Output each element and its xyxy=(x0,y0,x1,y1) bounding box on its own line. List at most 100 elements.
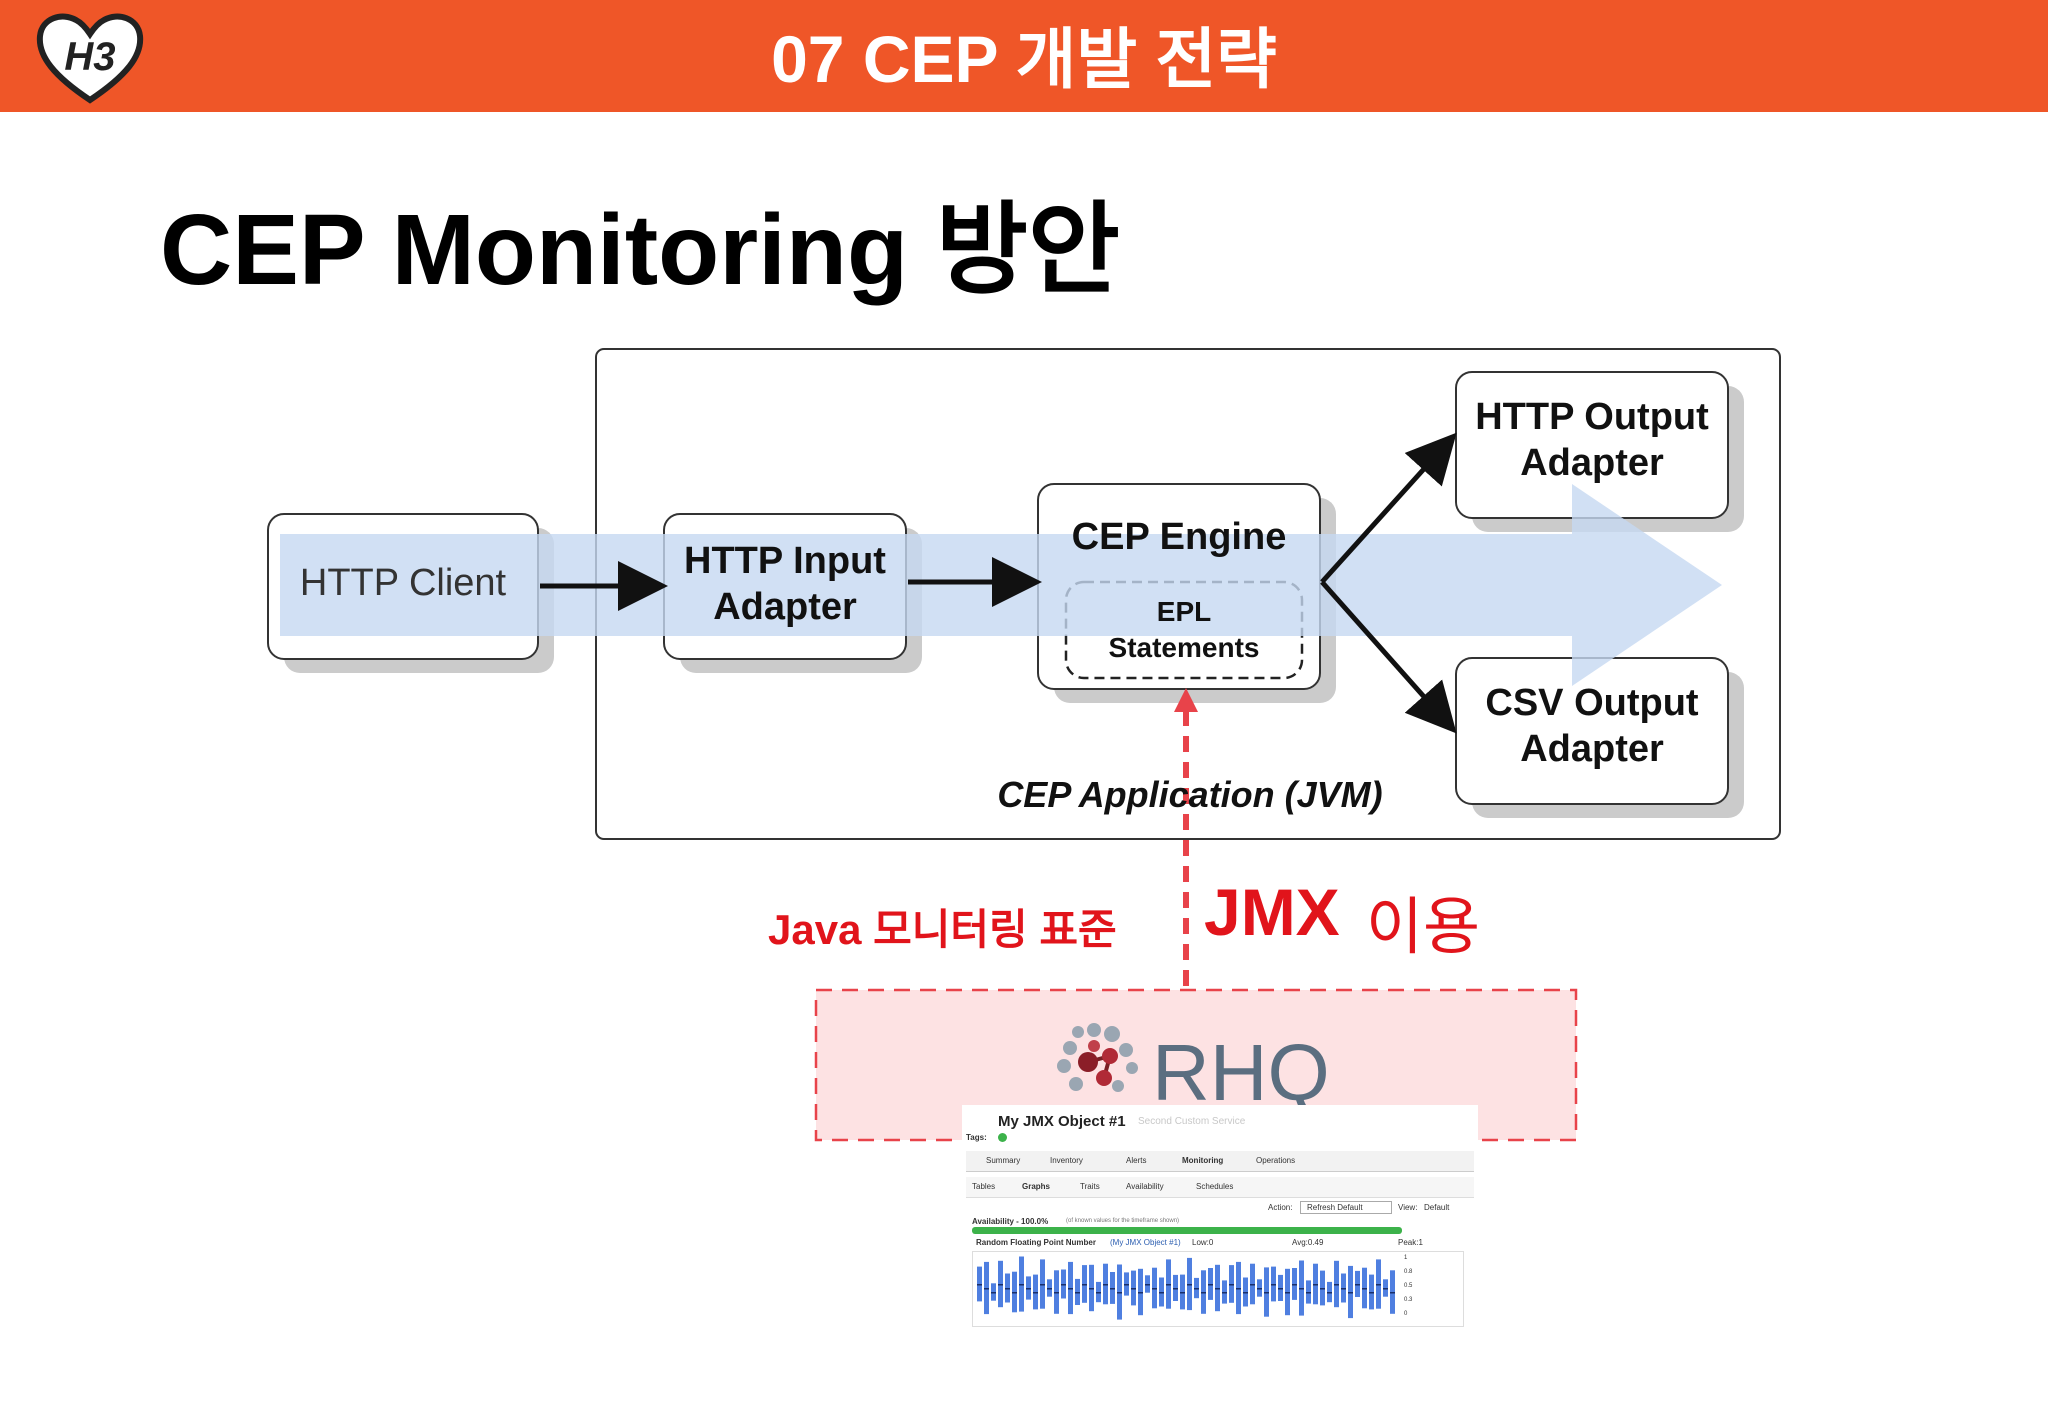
metric-avg-tick xyxy=(1173,1288,1178,1290)
view-label: View: xyxy=(1398,1203,1418,1212)
metric-avg-tick xyxy=(1026,1288,1031,1290)
metric-avg-tick xyxy=(1159,1292,1164,1294)
metric-avg: Avg:0.49 xyxy=(1292,1238,1324,1247)
metric-avg-tick xyxy=(1243,1292,1248,1294)
subtab-graphs[interactable]: Graphs xyxy=(1022,1182,1051,1191)
metric-name: Random Floating Point Number xyxy=(976,1238,1096,1247)
metric-avg-tick xyxy=(1040,1284,1045,1286)
metric-avg-tick xyxy=(1082,1284,1087,1286)
metric-avg-tick xyxy=(1292,1284,1297,1286)
metric-avg-tick xyxy=(1117,1292,1122,1294)
metric-avg-tick xyxy=(1103,1284,1108,1286)
metric-avg-tick xyxy=(1299,1288,1304,1290)
metric-avg-tick xyxy=(1376,1284,1381,1286)
header-bar xyxy=(0,0,2048,112)
metric-avg-tick xyxy=(1229,1284,1234,1286)
rhq-object-subtitle: Second Custom Service xyxy=(1138,1116,1246,1127)
metric-avg-tick xyxy=(984,1288,989,1290)
metric-avg-tick xyxy=(1005,1288,1010,1290)
metric-avg-tick xyxy=(1250,1284,1255,1286)
availability-label: Availability - 100.0% xyxy=(972,1217,1049,1226)
epl-statements-label: EPL Statements xyxy=(1108,596,1260,663)
http-output-adapter-label: HTTP Output Adapter xyxy=(1475,396,1709,484)
metric-avg-tick xyxy=(1327,1292,1332,1294)
metric-bar xyxy=(1110,1272,1115,1304)
metric-avg-tick xyxy=(1369,1292,1374,1294)
availability-bar xyxy=(972,1227,1402,1234)
metric-bar xyxy=(1229,1265,1234,1303)
metric-avg-tick xyxy=(1096,1292,1101,1294)
availability-note: (of known values for the timeframe shown… xyxy=(1066,1218,1180,1224)
cep-engine-label: CEP Engine xyxy=(1071,516,1287,558)
metric-avg-tick xyxy=(1145,1284,1150,1286)
metric-bar xyxy=(1075,1278,1080,1305)
subtab-traits[interactable]: Traits xyxy=(1080,1182,1100,1191)
tab-inventory[interactable]: Inventory xyxy=(1050,1156,1083,1165)
tab-summary[interactable]: Summary xyxy=(986,1156,1021,1165)
jmx-label: JMX xyxy=(1204,875,1340,949)
metric-avg-tick xyxy=(1257,1288,1262,1290)
action-label: Action: xyxy=(1268,1203,1293,1212)
metric-avg-tick xyxy=(1180,1292,1185,1294)
tab-operations[interactable]: Operations xyxy=(1256,1156,1296,1165)
y-tick-5: 0 xyxy=(1404,1311,1408,1317)
metric-avg-tick xyxy=(977,1284,982,1286)
metric-avg-tick xyxy=(1152,1288,1157,1290)
metric-avg-tick xyxy=(1208,1284,1213,1286)
metric-avg-tick xyxy=(1194,1288,1199,1290)
tab-monitoring[interactable]: Monitoring xyxy=(1182,1156,1224,1165)
metric-bar xyxy=(1355,1270,1360,1297)
metric-avg-tick xyxy=(1061,1284,1066,1286)
subtab-availability[interactable]: Availability xyxy=(1126,1182,1164,1191)
metric-avg-tick xyxy=(1047,1288,1052,1290)
rhq-subtab-bar: Tables Graphs Traits Availability Schedu… xyxy=(966,1177,1474,1198)
metric-avg-tick xyxy=(1012,1292,1017,1294)
metric-avg-tick xyxy=(991,1292,996,1294)
metric-avg-tick xyxy=(998,1284,1003,1286)
metric-avg-tick xyxy=(1320,1288,1325,1290)
subtab-schedules[interactable]: Schedules xyxy=(1196,1182,1234,1191)
y-tick-2: 0.8 xyxy=(1404,1269,1413,1275)
header-title: 07 CEP 개발 전략 xyxy=(771,22,1277,96)
subtab-tables[interactable]: Tables xyxy=(972,1182,996,1191)
metric-avg-tick xyxy=(1187,1284,1192,1286)
metric-avg-tick xyxy=(1033,1292,1038,1294)
metric-avg-tick xyxy=(1355,1284,1360,1286)
metric-bar xyxy=(1208,1268,1213,1300)
metric-avg-tick xyxy=(1054,1292,1059,1294)
h3-logo-icon: H3 xyxy=(36,13,144,104)
metric-avg-tick xyxy=(1362,1288,1367,1290)
metric-avg-tick xyxy=(1138,1292,1143,1294)
http-input-adapter-label: HTTP Input Adapter xyxy=(684,540,886,628)
metric-avg-tick xyxy=(1110,1288,1115,1290)
metric-bar xyxy=(1173,1274,1178,1301)
metric-avg-tick xyxy=(1278,1288,1283,1290)
metric-avg-tick xyxy=(1089,1288,1094,1290)
rhq-logo-text: RHQ xyxy=(1152,1028,1330,1117)
csv-output-adapter-label: CSV Output Adapter xyxy=(1485,682,1699,770)
metric-avg-tick xyxy=(1383,1288,1388,1290)
tag-add-icon[interactable] xyxy=(998,1133,1007,1142)
metric-avg-tick xyxy=(1334,1284,1339,1286)
engine-to-http-output-arrow xyxy=(1320,432,1457,584)
metric-avg-tick xyxy=(1124,1284,1129,1286)
metric-avg-tick xyxy=(1019,1284,1024,1286)
y-tick-3: 0.5 xyxy=(1404,1283,1413,1289)
metric-avg-tick xyxy=(1131,1288,1136,1290)
rhq-screenshot: My JMX Object #1 Second Custom Service T… xyxy=(962,1105,1478,1330)
metric-avg-tick xyxy=(1271,1284,1276,1286)
engine-to-csv-output-arrow xyxy=(1320,580,1457,734)
metric-avg-tick xyxy=(1306,1292,1311,1294)
action-select[interactable]: Refresh Default xyxy=(1300,1201,1392,1214)
metric-peak: Peak:1 xyxy=(1398,1238,1423,1247)
jmx-link-arrowhead xyxy=(1174,688,1198,712)
logo-text: H3 xyxy=(64,35,115,79)
tab-alerts[interactable]: Alerts xyxy=(1126,1156,1147,1165)
metric-avg-tick xyxy=(1215,1288,1220,1290)
metric-avg-tick xyxy=(1285,1292,1290,1294)
metric-object: (My JMX Object #1) xyxy=(1110,1238,1181,1247)
metric-bar xyxy=(1278,1274,1283,1301)
rhq-tags-label: Tags: xyxy=(966,1133,987,1142)
view-value: Default xyxy=(1424,1203,1450,1212)
